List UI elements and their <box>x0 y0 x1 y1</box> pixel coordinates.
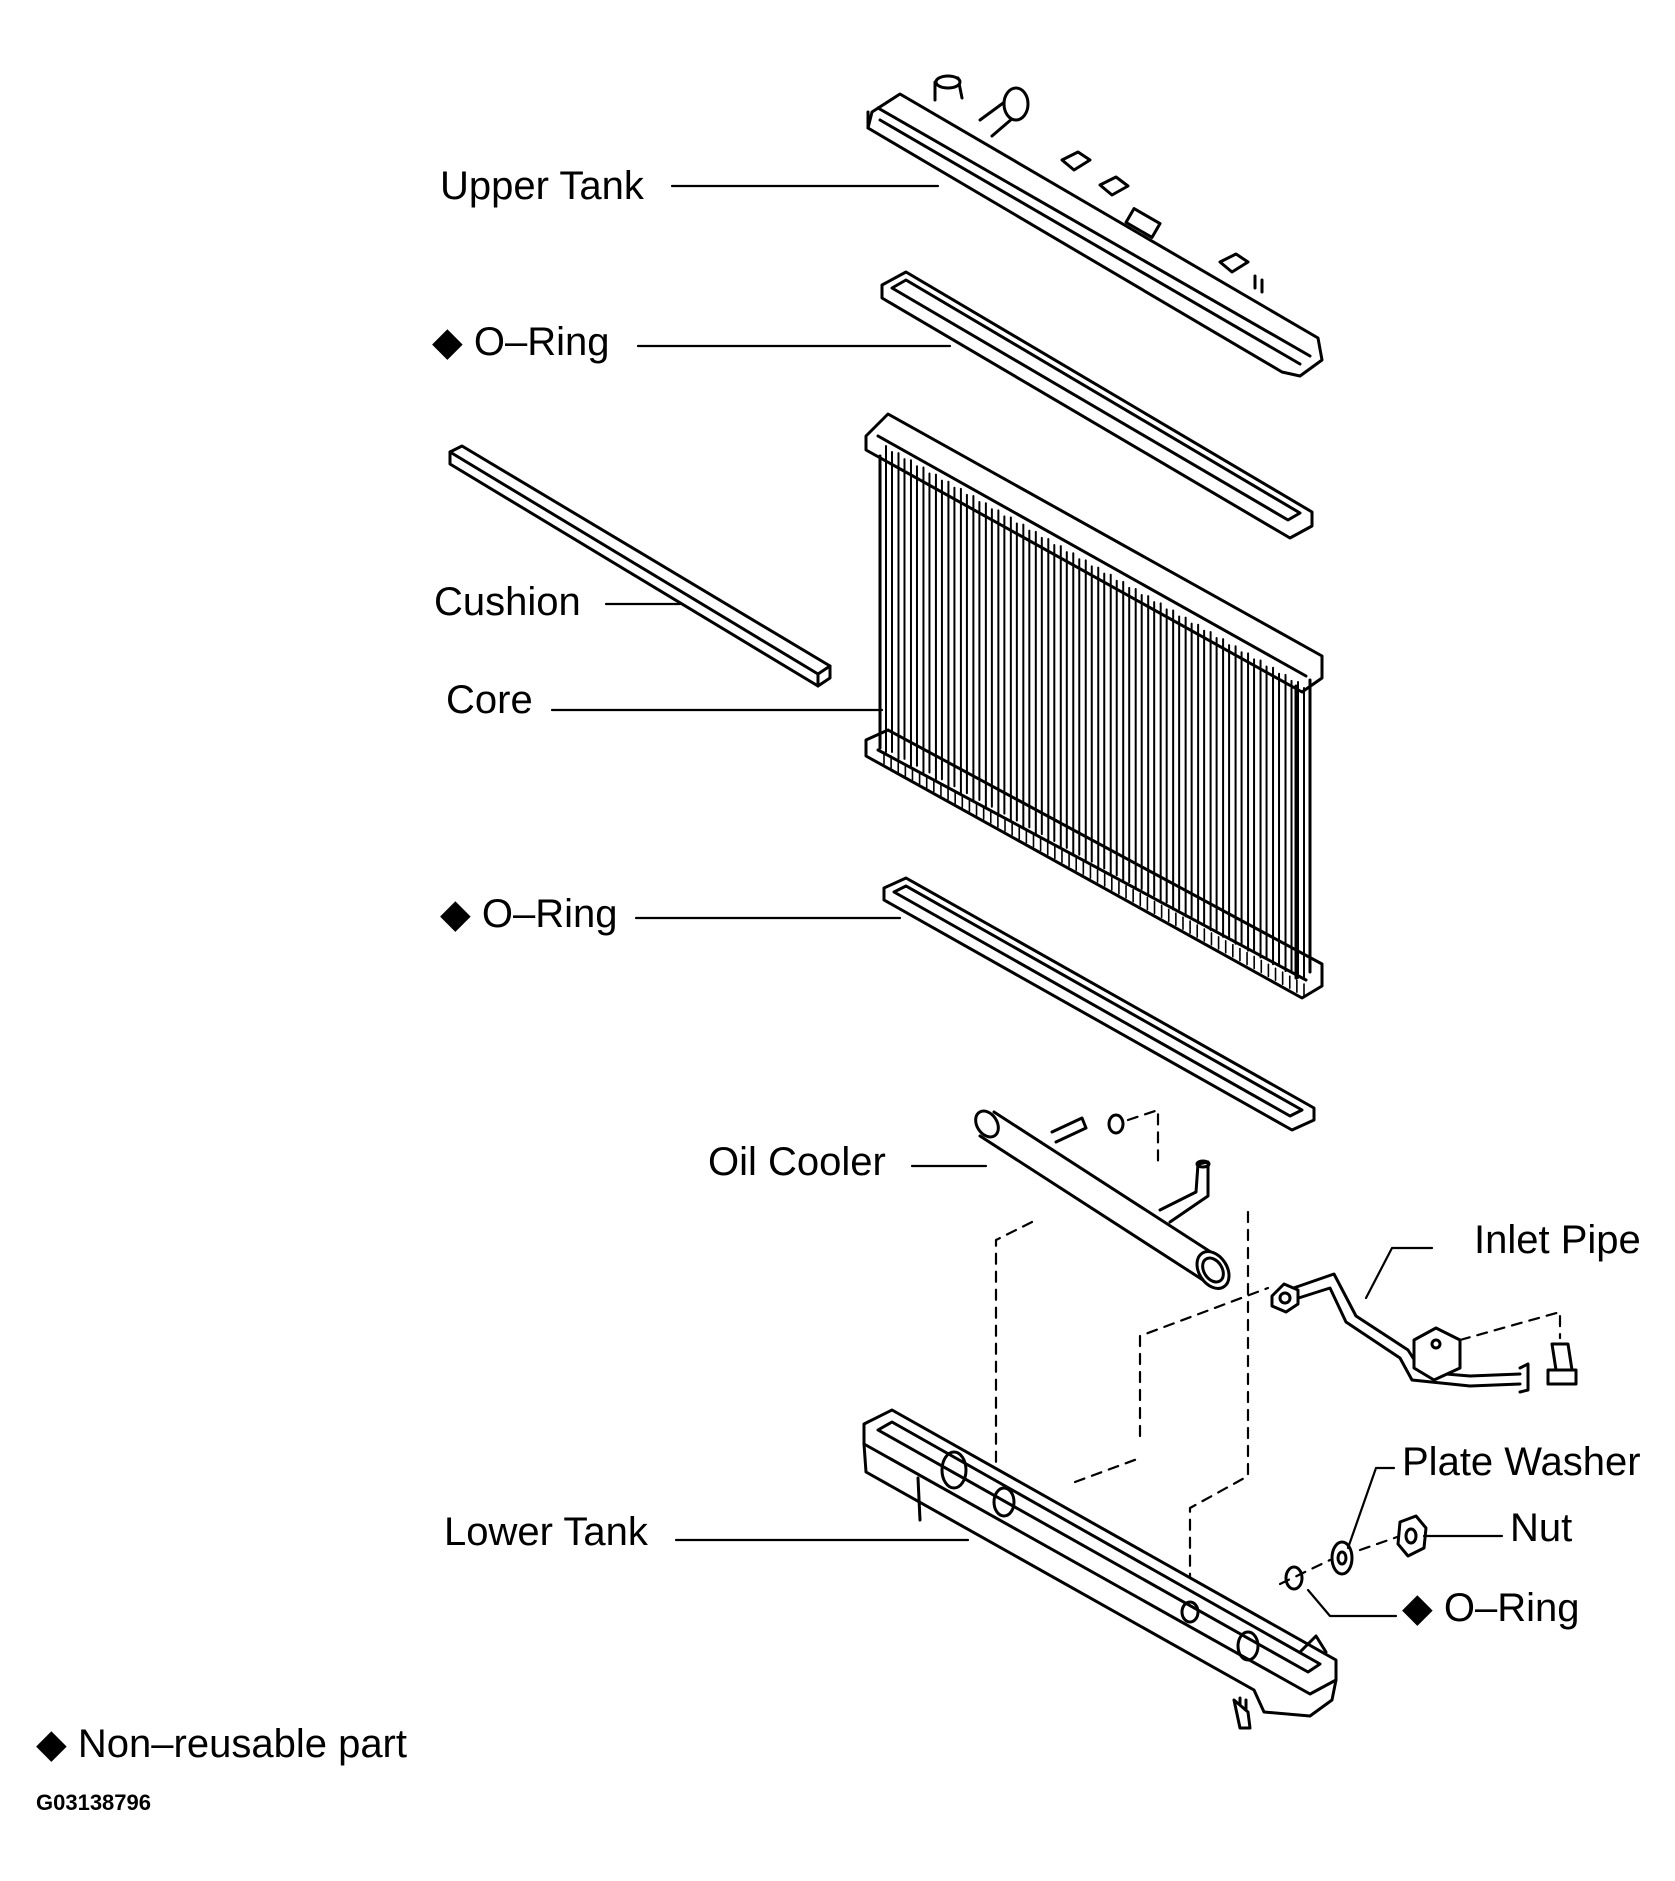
figure-code: G03138796 <box>36 1790 151 1815</box>
oil-cooler-text: Oil Cooler <box>708 1140 886 1184</box>
core-text: Core <box>446 678 533 722</box>
cushion-part <box>448 444 832 688</box>
label-oil-cooler: Oil Cooler <box>708 1138 886 1186</box>
upper-tank-part <box>866 74 1324 378</box>
non-reusable-marker-icon: ◆ <box>1402 1586 1433 1630</box>
non-reusable-marker-icon: ◆ <box>36 1722 67 1766</box>
inlet-pipe-text: Inlet Pipe <box>1474 1218 1641 1262</box>
label-o-ring-top: ◆ O–Ring <box>432 318 610 366</box>
o-ring-top-part <box>880 270 1314 540</box>
leader-lines <box>550 184 1504 1618</box>
nut-text: Nut <box>1510 1506 1573 1550</box>
label-plate-washer: Plate Washer <box>1402 1438 1641 1486</box>
inlet-pipe-part <box>1270 1272 1578 1394</box>
label-lower-tank: Lower Tank <box>444 1508 648 1556</box>
non-reusable-marker-icon: ◆ <box>440 892 471 936</box>
o-ring-middle-text: O–Ring <box>481 892 618 936</box>
lower-tank-part <box>862 1408 1338 1730</box>
label-o-ring-middle: ◆ O–Ring <box>440 890 618 938</box>
o-ring-middle-part <box>882 876 1316 1132</box>
non-reusable-marker-icon: ◆ <box>432 320 463 364</box>
o-ring-top-text: O–Ring <box>473 320 610 364</box>
label-core: Core <box>446 676 533 724</box>
core-part <box>864 412 1324 1000</box>
label-inlet-pipe: Inlet Pipe <box>1474 1216 1641 1264</box>
upper-tank-text: Upper Tank <box>440 164 644 208</box>
cushion-text: Cushion <box>434 580 581 624</box>
legend-text: Non–reusable part <box>77 1722 407 1766</box>
o-ring-bottom-text: O–Ring <box>1443 1586 1580 1630</box>
label-upper-tank: Upper Tank <box>440 162 644 210</box>
plate-washer-text: Plate Washer <box>1402 1440 1641 1484</box>
lower-tank-text: Lower Tank <box>444 1510 648 1554</box>
legend: ◆ Non–reusable part <box>36 1720 407 1768</box>
oil-cooler-part <box>974 1108 1562 1614</box>
label-o-ring-bottom: ◆ O–Ring <box>1402 1584 1580 1632</box>
label-nut: Nut <box>1510 1504 1572 1552</box>
hardware-parts <box>1284 1514 1428 1591</box>
label-cushion: Cushion <box>434 578 581 626</box>
